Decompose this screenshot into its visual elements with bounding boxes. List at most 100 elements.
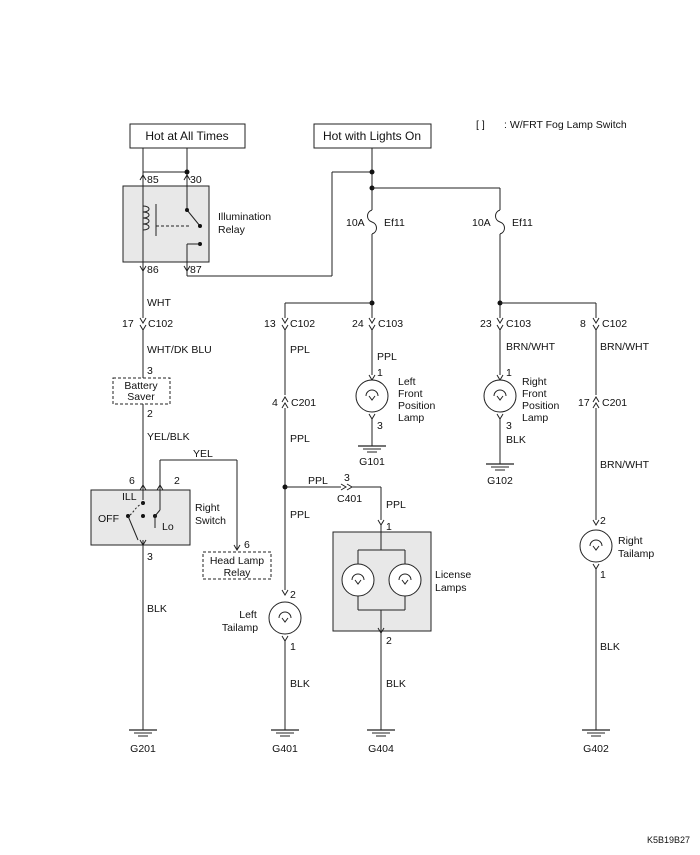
wire-wht-dk-blu: WHT/DK BLU <box>147 344 212 356</box>
relay-pin-87: 87 <box>190 264 202 276</box>
hot-at-all-times-box <box>129 123 246 149</box>
c102-a: C102 <box>148 318 173 330</box>
wire-ppl-left-mid: PPL <box>290 433 310 445</box>
right-tailamp-icon <box>579 529 613 563</box>
license-pin-2: 2 <box>386 635 392 647</box>
wire-brn-wht-r1: BRN/WHT <box>600 341 650 353</box>
wire-blk-g401: BLK <box>290 678 310 690</box>
c103-a: C103 <box>378 318 403 330</box>
c102-b: C102 <box>290 318 315 330</box>
left-front-position-lamp-icon <box>355 379 389 413</box>
rf-lamp-pin-1: 1 <box>506 367 512 379</box>
wire-ppl-branch: PPL <box>308 475 328 487</box>
battery-saver-line2: Saver <box>127 391 155 403</box>
wire-ppl-left-top: PPL <box>290 344 310 356</box>
switch-pin-2: 2 <box>174 475 180 487</box>
relay-label-1: Illumination <box>218 211 271 223</box>
license-lamp-right-icon <box>388 563 422 597</box>
legend-bracket: [ ] <box>476 119 485 131</box>
c201-a-pin: 4 <box>272 397 278 409</box>
battery-saver-pin-3: 3 <box>147 365 153 377</box>
c102-b-pin: 13 <box>264 318 276 330</box>
left-tailamp-pin-1: 1 <box>290 641 296 653</box>
right-switch-label-1: Right <box>195 502 220 514</box>
illumination-relay-box <box>122 185 210 263</box>
license-lamps-line2: Lamps <box>435 582 467 594</box>
fuse-1-icon <box>367 209 377 235</box>
wire-wht: WHT <box>147 297 171 309</box>
c102-c-pin: 8 <box>580 318 586 330</box>
wire-blk-rf: BLK <box>506 434 526 446</box>
fuse-2-name: Ef11 <box>512 217 533 229</box>
right-tailamp-pin-1: 1 <box>600 569 606 581</box>
wire-ppl-license: PPL <box>386 499 406 511</box>
c401: C401 <box>337 493 362 505</box>
battery-saver-line1: Battery <box>124 380 158 392</box>
right-switch-label-2: Switch <box>195 515 226 527</box>
relay-pin-86: 86 <box>147 264 159 276</box>
switch-pin-3: 3 <box>147 551 153 563</box>
left-tailamp-line2: Tailamp <box>222 622 258 634</box>
c201-b: C201 <box>602 397 627 409</box>
rf-lamp-line4: Lamp <box>522 412 548 424</box>
left-tailamp-pin-2: 2 <box>290 589 296 601</box>
license-lamps-line1: License <box>435 569 471 581</box>
switch-pin-6: 6 <box>129 475 135 487</box>
ground-g102: G102 <box>487 475 513 487</box>
battery-saver-box <box>112 377 171 405</box>
fuse-2-icon <box>495 209 505 235</box>
wire-yel-blk: YEL/BLK <box>147 431 190 443</box>
ground-g404: G404 <box>368 743 394 755</box>
hot-with-lights-on-box <box>313 123 432 149</box>
wire-ppl-left-low: PPL <box>290 509 310 521</box>
legend-text: : W/FRT Fog Lamp Switch <box>504 119 627 131</box>
fuse-1-name: Ef11 <box>384 217 405 229</box>
fuse-1-amp: 10A <box>346 217 365 229</box>
right-tailamp-line1: Right <box>618 535 643 547</box>
license-lamp-left-icon <box>341 563 375 597</box>
relay-label-2: Relay <box>218 224 246 236</box>
hot-with-lights-on-label: Hot with Lights On <box>323 129 421 143</box>
head-lamp-relay-box <box>202 551 272 580</box>
left-tailamp-line1: Left <box>239 609 257 621</box>
relay-pin-30: 30 <box>190 174 202 186</box>
switch-off: OFF <box>98 513 119 525</box>
wire-ppl-lf: PPL <box>377 351 397 363</box>
lf-lamp-line1: Left <box>398 376 416 388</box>
rf-lamp-pin-3: 3 <box>506 420 512 432</box>
relay-pin-85: 85 <box>147 174 159 186</box>
head-lamp-relay-line2: Relay <box>224 567 252 579</box>
ground-g402: G402 <box>583 743 609 755</box>
lf-lamp-line4: Lamp <box>398 412 424 424</box>
wire-blk-g404: BLK <box>386 678 406 690</box>
lf-lamp-pin-1: 1 <box>377 367 383 379</box>
wire-brn-wht-r2: BRN/WHT <box>600 459 650 471</box>
wire-yel: YEL <box>193 448 213 460</box>
wire-blk-g402: BLK <box>600 641 620 653</box>
ground-g101: G101 <box>359 456 385 468</box>
switch-ill: ILL <box>122 491 137 503</box>
c102-a-pin: 17 <box>122 318 134 330</box>
head-lamp-relay-pin: 6 <box>244 539 250 551</box>
wire-blk-g201: BLK <box>147 603 167 615</box>
right-front-position-lamp-icon <box>483 379 517 413</box>
fuse-2-amp: 10A <box>472 217 491 229</box>
right-tailamp-pin-2: 2 <box>600 515 606 527</box>
lf-lamp-line3: Position <box>398 400 436 412</box>
lf-lamp-line2: Front <box>398 388 423 400</box>
hot-at-all-times-label: Hot at All Times <box>145 129 228 143</box>
switch-lo: Lo <box>162 521 174 533</box>
left-tailamp-icon <box>268 601 302 635</box>
wire-brn-wht-rf: BRN/WHT <box>506 341 556 353</box>
relay-coil-icon <box>142 205 150 231</box>
c103-b-pin: 23 <box>480 318 492 330</box>
head-lamp-relay-line1: Head Lamp <box>210 555 264 567</box>
lf-lamp-pin-3: 3 <box>377 420 383 432</box>
rf-lamp-line3: Position <box>522 400 560 412</box>
figure-code: K5B19B27 <box>647 835 690 845</box>
c201-b-pin: 17 <box>578 397 590 409</box>
battery-saver-pin-2: 2 <box>147 408 153 420</box>
rf-lamp-line2: Front <box>522 388 547 400</box>
